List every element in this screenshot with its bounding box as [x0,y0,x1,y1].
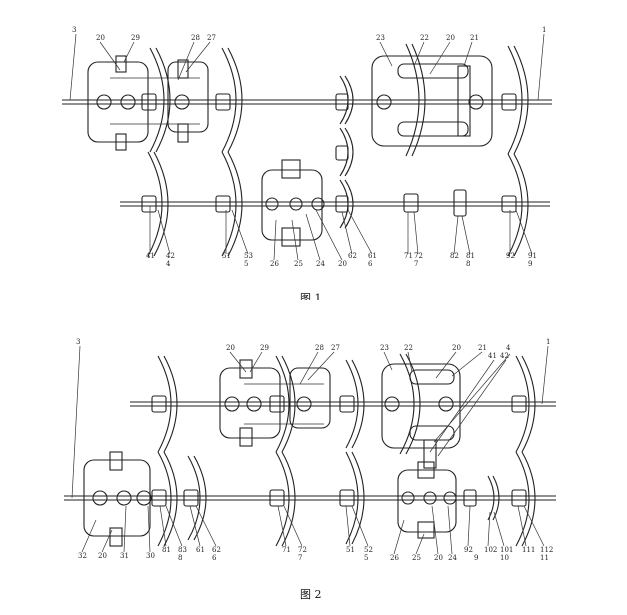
fig1-label-91: 91 [528,252,537,260]
fig2-gear-disc-upper [157,355,536,453]
fig1-label-4: 4 [166,260,171,268]
fig2-label-31: 31 [120,552,129,560]
fig1-label-26: 26 [270,260,279,268]
fig1-label-8: 8 [466,260,470,268]
fig1-label-72: 72 [414,252,423,260]
fig1-gear-disc-upper [149,45,529,155]
fig2-label-62: 62 [212,546,221,554]
figure-1-caption: 图 1 [300,292,322,300]
fig1-label-24: 24 [316,260,325,268]
fig2-label-92: 92 [464,546,473,554]
fig1-label-81: 81 [466,252,475,260]
figure-1-diagram: 3 20 29 28 27 23 22 20 21 1 41 42 4 51 [62,26,552,300]
fig2-label-20c: 20 [98,552,107,560]
fig1-label-53: 53 [244,252,253,260]
fig1-labels: 3 20 29 28 27 23 22 20 21 1 [69,26,546,101]
fig2-label-23: 23 [380,344,389,352]
fig2-label-42: 42 [500,352,509,360]
fig1-label-25: 25 [294,260,303,268]
fig2-label-27: 27 [331,344,340,352]
fig1-label-22: 22 [420,34,429,42]
fig2-label-8: 8 [178,554,182,562]
fig2-label-61: 61 [196,546,205,554]
fig1-label-9: 9 [528,260,532,268]
figure-2-caption: 图 2 [300,588,322,601]
fig1-label-82: 82 [450,252,459,260]
fig2-labels-top: 3 20 29 28 27 23 22 20 21 4 41 42 1 [71,338,550,499]
fig1-planetary-middle [261,159,325,247]
fig1-hubs [141,93,517,217]
fig2-label-21: 21 [478,344,487,352]
fig2-hubs [151,395,527,507]
fig1-label-71: 71 [404,252,413,260]
fig2-label-4: 4 [506,344,511,352]
fig2-planetary-top-right [381,353,461,469]
fig1-label-61: 61 [368,252,377,260]
fig2-label-32: 32 [78,552,87,560]
fig2-labels-bottom: 32 20 31 30 81 83 8 61 62 6 71 72 7 51 5… [78,505,553,562]
fig1-label-92: 92 [506,252,515,260]
fig2-label-111: 111 [522,546,535,554]
fig2-label-20a: 20 [226,344,235,352]
fig2-planetary-top-middle [219,359,331,447]
fig2-label-25: 25 [412,554,421,562]
fig2-label-83: 83 [178,546,187,554]
fig2-label-3: 3 [76,338,80,346]
fig1-label-42: 42 [166,252,175,260]
fig1-label-3: 3 [72,26,76,34]
fig1-label-20c: 20 [338,260,347,268]
fig2-gear-disc-lower [157,451,536,547]
fig2-label-112: 112 [540,546,553,554]
fig2-label-26: 26 [390,554,399,562]
fig2-label-101: 101 [500,546,513,554]
fig2-label-102: 102 [484,546,497,554]
fig1-label-21: 21 [470,34,479,42]
fig2-planetary-left [83,451,152,547]
fig1-labels-bottom: 41 42 4 51 53 5 26 25 24 20 62 61 6 71 7… [146,206,537,268]
fig2-label-1: 1 [546,338,550,346]
fig1-label-20a: 20 [96,34,105,42]
fig2-label-81: 81 [162,546,171,554]
fig2-label-5: 5 [364,554,368,562]
fig1-label-7: 7 [414,260,418,268]
fig2-planetary-bottom-right [397,461,457,539]
fig2-label-22: 22 [404,344,413,352]
fig1-label-62: 62 [348,252,357,260]
fig2-label-24: 24 [448,554,457,562]
fig1-label-20b: 20 [446,34,455,42]
fig2-label-6: 6 [212,554,217,562]
fig1-label-41: 41 [146,252,155,260]
fig1-label-1: 1 [542,26,546,34]
fig2-label-9: 9 [474,554,478,562]
fig2-label-41: 41 [488,352,497,360]
fig2-label-30: 30 [146,552,155,560]
fig1-label-27: 27 [207,34,216,42]
fig2-label-7: 7 [298,554,302,562]
fig1-label-23: 23 [376,34,385,42]
fig1-gear-disc-lower [147,127,529,257]
fig1-label-29: 29 [131,34,140,42]
fig2-label-10: 10 [500,554,509,562]
fig2-label-20d: 20 [434,554,443,562]
fig1-label-5: 5 [244,260,248,268]
fig1-label-28: 28 [191,34,200,42]
fig1-planetary-left [87,55,209,151]
fig2-label-11: 11 [540,554,549,562]
fig2-label-51: 51 [346,546,355,554]
fig2-label-29: 29 [260,344,269,352]
fig2-label-52: 52 [364,546,373,554]
fig2-label-72: 72 [298,546,307,554]
fig1-label-6: 6 [368,260,373,268]
fig2-label-28: 28 [315,344,324,352]
fig2-label-71: 71 [282,546,291,554]
fig2-label-20b: 20 [452,344,461,352]
fig1-label-51: 51 [222,252,231,260]
